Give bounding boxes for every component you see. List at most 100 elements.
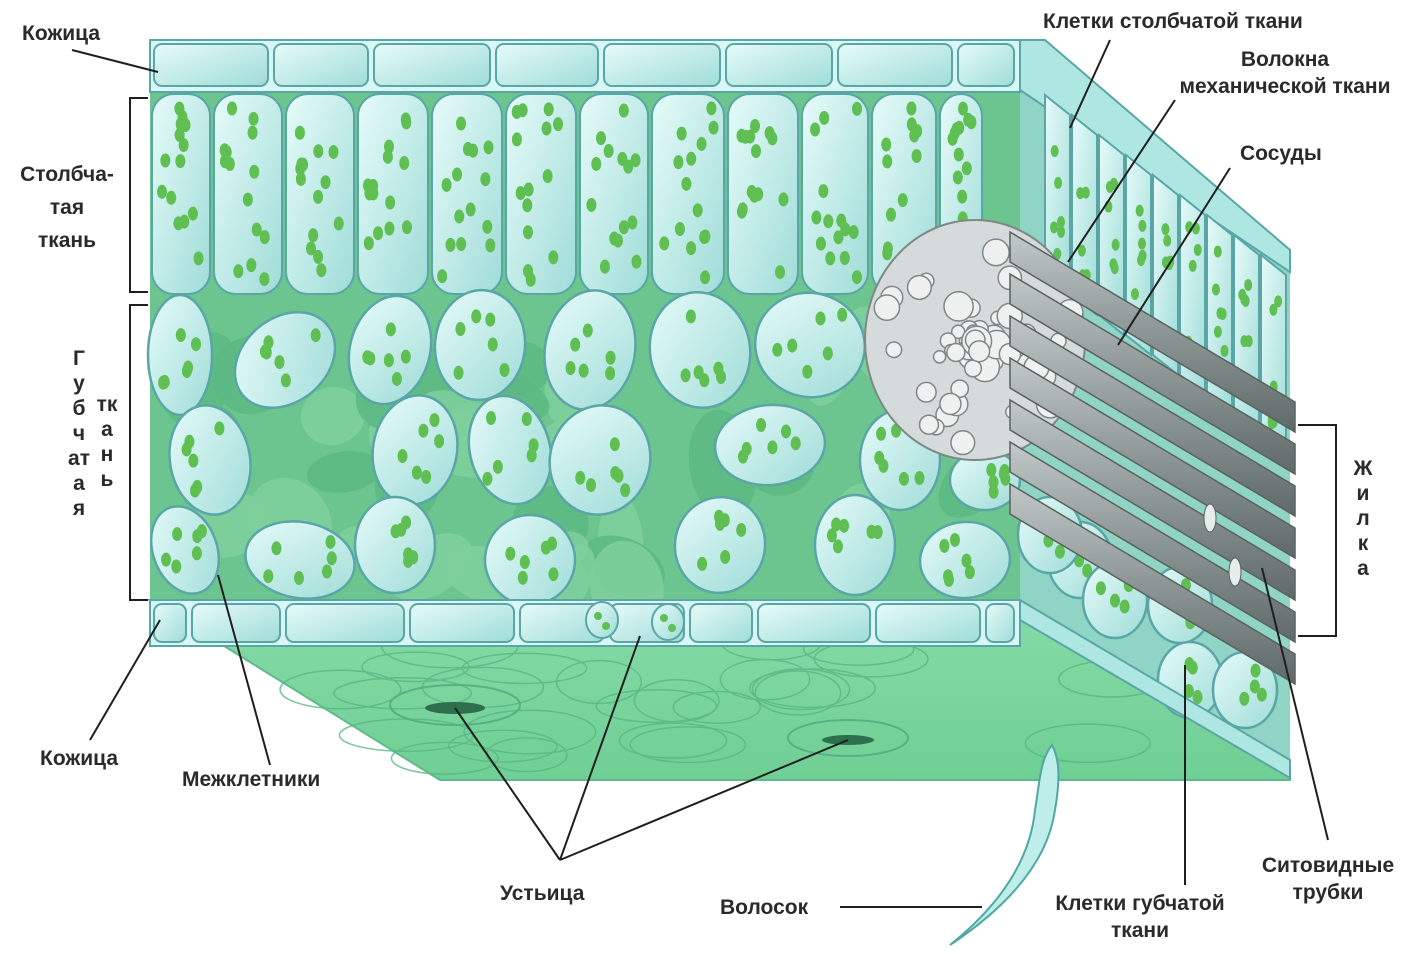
chloroplast — [171, 559, 181, 573]
label-vessels: Сосуды — [1240, 140, 1322, 167]
chloroplast — [1082, 187, 1090, 199]
chloroplast — [384, 353, 394, 367]
chloroplast — [386, 322, 396, 336]
palisade-cell — [802, 94, 868, 294]
chloroplast — [259, 272, 269, 286]
chloroplast — [778, 192, 788, 206]
chloroplast — [1051, 145, 1059, 157]
chloroplast — [1055, 545, 1065, 559]
lower-epidermis-cell — [690, 604, 752, 642]
vein-cell — [874, 295, 899, 320]
chloroplast — [737, 205, 747, 219]
lower-epidermis-cell — [758, 604, 870, 642]
chloroplast — [756, 418, 766, 432]
chloroplast — [321, 175, 331, 189]
vein-cell — [919, 415, 938, 434]
upper-epidermis-cell — [274, 44, 368, 86]
label-epidermis-top: Кожица — [22, 20, 100, 47]
vein-cell — [965, 360, 982, 377]
chloroplast — [709, 121, 719, 135]
chloroplast — [327, 551, 337, 565]
chloroplast — [1250, 679, 1260, 693]
chloroplast — [686, 309, 696, 323]
chloroplast — [1050, 221, 1058, 233]
chloroplast — [619, 220, 629, 234]
upper-epidermis-cell — [604, 44, 720, 86]
chloroplast — [191, 337, 201, 351]
vein-cell — [947, 343, 965, 361]
chloroplast — [999, 467, 1009, 481]
chloroplast — [544, 102, 554, 116]
chloroplast — [767, 440, 777, 454]
chloroplast — [1161, 223, 1169, 235]
chloroplast — [849, 225, 859, 239]
chloroplast — [402, 220, 412, 234]
chloroplast — [898, 193, 908, 207]
chloroplast — [480, 172, 490, 186]
chloroplast — [954, 148, 964, 162]
chloroplast — [700, 270, 710, 284]
chloroplast — [313, 144, 323, 158]
label-spongy-tissue-col1: Губчатая — [68, 346, 90, 521]
chloroplast — [548, 250, 558, 264]
chloroplast — [485, 238, 495, 252]
chloroplast — [160, 154, 170, 168]
chloroplast — [329, 145, 339, 159]
chloroplast — [373, 226, 383, 240]
chloroplast — [182, 442, 192, 456]
chloroplast — [681, 177, 691, 191]
leader-epidermis-bottom — [90, 620, 160, 740]
chloroplast — [591, 157, 601, 171]
chloroplast — [878, 459, 888, 473]
label-spongy-tissue-col2: ткань — [96, 392, 118, 492]
chloroplast — [399, 156, 409, 170]
chloroplast — [810, 122, 820, 136]
chloroplast — [1274, 295, 1282, 307]
chloroplast — [527, 448, 537, 462]
chloroplast — [512, 132, 522, 146]
chloroplast — [816, 237, 826, 251]
chloroplast — [326, 535, 336, 549]
chloroplast — [873, 525, 883, 539]
vein-cell — [908, 276, 932, 300]
chloroplast — [575, 471, 585, 485]
chloroplast — [252, 223, 262, 237]
upper-epidermis-cell — [726, 44, 832, 86]
chloroplast — [243, 193, 253, 207]
chloroplast — [742, 442, 752, 456]
chloroplast — [627, 216, 637, 230]
chloroplast — [737, 129, 747, 143]
chloroplast — [446, 238, 456, 252]
chloroplast — [383, 150, 393, 164]
chloroplast — [403, 554, 413, 568]
chloroplast — [175, 154, 185, 168]
chloroplast — [811, 211, 821, 225]
lower-epidermis-cell — [410, 604, 514, 642]
chloroplast — [819, 111, 829, 125]
vein-cell — [951, 431, 975, 455]
chloroplast — [566, 361, 576, 375]
chloroplast — [965, 565, 975, 579]
chloroplast — [249, 165, 259, 179]
chloroplast — [706, 101, 716, 115]
chloroplast — [488, 337, 498, 351]
bracket-vein — [1298, 425, 1336, 636]
chloroplast — [613, 234, 623, 248]
chloroplast — [953, 170, 963, 184]
chloroplast — [160, 375, 170, 389]
chloroplast — [214, 421, 224, 435]
chloroplast — [886, 208, 896, 222]
chloroplast — [313, 250, 323, 264]
chloroplast — [364, 186, 374, 200]
chloroplast — [385, 196, 395, 210]
chloroplast — [456, 237, 466, 251]
chloroplast — [1111, 262, 1119, 274]
chloroplast — [456, 117, 466, 131]
chloroplast — [275, 355, 285, 369]
vein-cell — [969, 341, 990, 362]
chloroplast — [957, 190, 967, 204]
chloroplast — [1163, 235, 1171, 247]
sieve-plate — [1229, 558, 1241, 586]
chloroplast — [1112, 239, 1120, 251]
chloroplast — [263, 569, 273, 583]
